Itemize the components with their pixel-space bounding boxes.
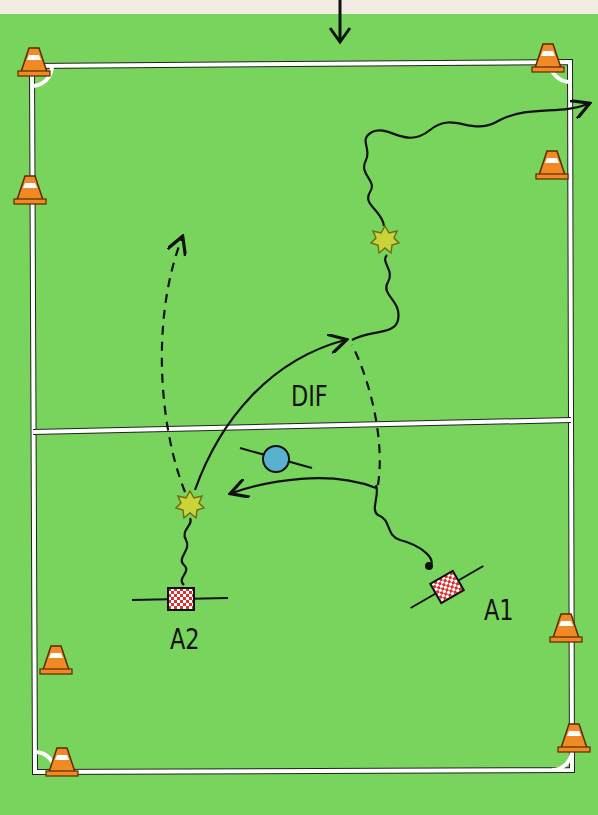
player-label: DIF: [291, 383, 328, 411]
player-label: A2: [170, 626, 200, 654]
cone-marker: [176, 491, 204, 518]
defender-disc: [240, 446, 312, 472]
ball: [425, 562, 433, 570]
grass: [0, 14, 598, 815]
player-label: A1: [484, 597, 514, 625]
cones: [14, 44, 590, 776]
mannequin-a2: [132, 588, 228, 610]
field-lines: [32, 62, 572, 772]
direction-arrow: [330, 0, 350, 42]
mannequin-a1: [405, 556, 489, 617]
movement-lines: [162, 104, 588, 585]
cone-marker: [371, 226, 399, 253]
